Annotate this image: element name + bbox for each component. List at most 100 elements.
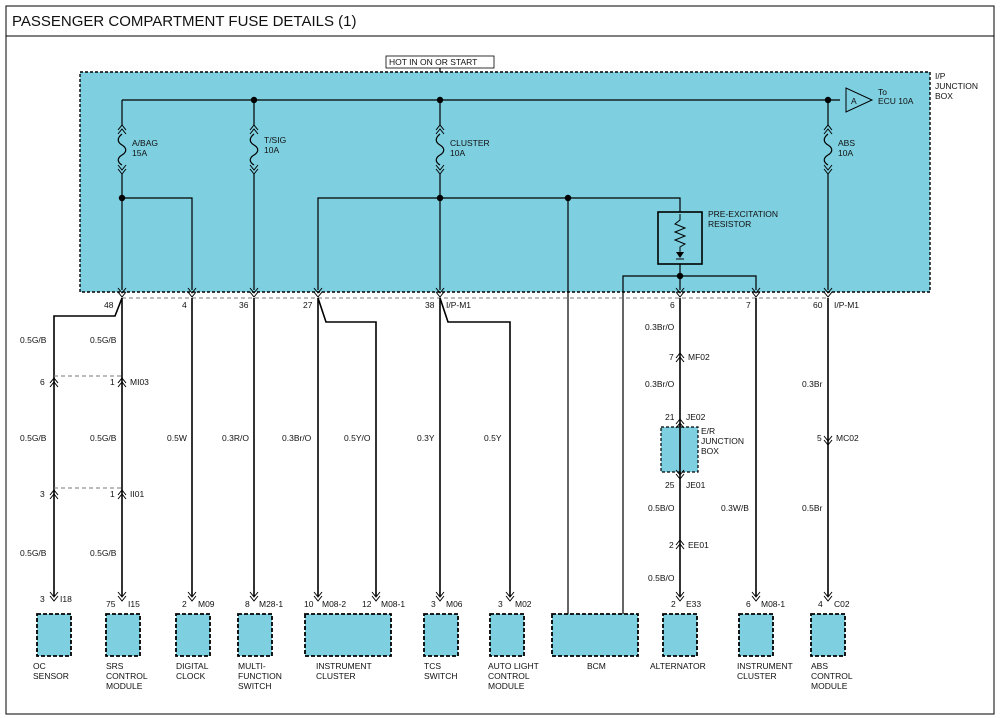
ii01-label: II01 (130, 489, 144, 499)
ii01-pin-oc: 3 (40, 489, 45, 499)
comp-conn: M28-1 (259, 599, 283, 609)
fuse-abag (117, 100, 127, 175)
bcm-box (551, 613, 639, 657)
auto-light-box (489, 613, 525, 657)
mfs-box (237, 613, 273, 657)
je02-pin: 21 (665, 412, 675, 422)
mc02-pin: 5 (817, 433, 822, 443)
fuse-cluster (435, 100, 445, 175)
fuse-abs (823, 100, 833, 175)
instrument-cluster-2-box (738, 613, 774, 657)
je01-connector (675, 469, 685, 480)
comp-pin: 75 (106, 599, 116, 609)
wire-label: 0.5Y/O (344, 433, 371, 443)
fuse-tsig (249, 100, 259, 175)
wire-label: 0.5G/B (90, 548, 117, 558)
fuse-abag-label: A/BAG 15A (132, 138, 160, 158)
splice-dot (564, 194, 572, 202)
hot-label: HOT IN ON OR START (389, 57, 477, 67)
comp-conn: E33 (686, 599, 701, 609)
srs-module-box (105, 613, 141, 657)
pin-36: 36 (239, 300, 249, 310)
mf02-pin: 7 (669, 352, 674, 362)
resistor-label: PRE-EXCITATION RESISTOR (708, 209, 780, 229)
mf02-label: MF02 (688, 352, 710, 362)
wire-label: 0.5Br (802, 503, 822, 513)
pin-38-connector: I/P-M1 (446, 300, 471, 310)
pin-60: 60 (813, 300, 823, 310)
page-title: PASSENGER COMPARTMENT FUSE DETAILS (1) (12, 13, 357, 30)
pin-6: 6 (670, 300, 675, 310)
splice-dot (118, 194, 126, 202)
wire-label: 0.3Br/O (282, 433, 312, 443)
ecu-letter: A (851, 96, 857, 106)
ip-junction-box (79, 71, 931, 293)
tcs-switch-box (423, 613, 459, 657)
tcs-switch-label: TCS SWITCH (424, 661, 458, 681)
wire-label: 0.3W/B (721, 503, 749, 513)
comp-conn: I18 (60, 594, 72, 604)
mc02-label: MC02 (836, 433, 859, 443)
mi03-connector (49, 377, 127, 388)
ee01-pin: 2 (669, 540, 674, 550)
comp-pin: 6 (746, 599, 751, 609)
pin-60-connector: I/P-M1 (834, 300, 859, 310)
mfs-label: MULTI- FUNCTION SWITCH (238, 661, 284, 691)
alternator-label: ALTERNATOR (650, 661, 706, 671)
ii01-connector (49, 489, 127, 500)
comp-conn: M09 (198, 599, 215, 609)
abs-module-label: ABS CONTROL MODULE (811, 661, 855, 691)
comp-pin: 3 (40, 594, 45, 604)
comp-pin: 3 (498, 599, 503, 609)
auto-light-label: AUTO LIGHT CONTROL MODULE (488, 661, 541, 691)
je02-label: JE02 (686, 412, 706, 422)
ee01-label: EE01 (688, 540, 709, 550)
mi03-label: MI03 (130, 377, 149, 387)
wire-label: 0.3Br (802, 379, 822, 389)
ecu-label: To ECU 10A (878, 87, 914, 106)
wire-label: 0.3Y (417, 433, 435, 443)
bcm-label: BCM (587, 661, 606, 671)
comp-pin: 8 (245, 599, 250, 609)
pin-27: 27 (303, 300, 313, 310)
abs-module-box (810, 613, 846, 657)
comp-conn: M06 (446, 599, 463, 609)
ecu-connector-triangle (845, 87, 874, 113)
comp-conn: C02 (834, 599, 850, 609)
wire-label: 0.5G/B (90, 433, 117, 443)
ip-junction-box-label: I/P JUNCTION BOX (935, 71, 980, 101)
pin-48: 48 (104, 300, 114, 310)
comp-conn: M08-1 (381, 599, 405, 609)
fuse-abs-label: ABS 10A (838, 138, 857, 158)
box-pin-markers (117, 287, 833, 298)
pin-38: 38 (425, 300, 435, 310)
comp-pin: 12 (362, 599, 372, 609)
wire-label: 0.5G/B (20, 433, 47, 443)
wire-label: 0.5G/B (90, 335, 117, 345)
pre-excitation-resistor (657, 211, 703, 265)
instrument-cluster-label: INSTRUMENT CLUSTER (316, 661, 374, 681)
wire-label: 0.3Br/O (645, 379, 675, 389)
comp-conn: M08-2 (322, 599, 346, 609)
er-junction-box-label: E/R JUNCTION BOX (701, 426, 746, 456)
wire-label: 0.5B/O (648, 503, 675, 513)
je02-connector (675, 418, 685, 429)
ii01-pin-srs: 1 (110, 489, 115, 499)
mi03-pin-oc: 6 (40, 377, 45, 387)
comp-conn: I15 (128, 599, 140, 609)
fuse-tsig-label: T/SIG 10A (264, 135, 289, 155)
oc-sensor-box (36, 613, 72, 657)
instrument-cluster-box (304, 613, 392, 657)
mi03-pin-srs: 1 (110, 377, 115, 387)
mc02-connector (823, 435, 833, 446)
pin-4: 4 (182, 300, 187, 310)
comp-conn: M08-1 (761, 599, 785, 609)
page-border (5, 5, 995, 715)
digital-clock-box (175, 613, 211, 657)
instrument-cluster-2-label: INSTRUMENT CLUSTER (737, 661, 795, 681)
junction-internal-wires (121, 174, 829, 614)
comp-pin: 10 (304, 599, 314, 609)
je01-pin: 25 (665, 480, 675, 490)
